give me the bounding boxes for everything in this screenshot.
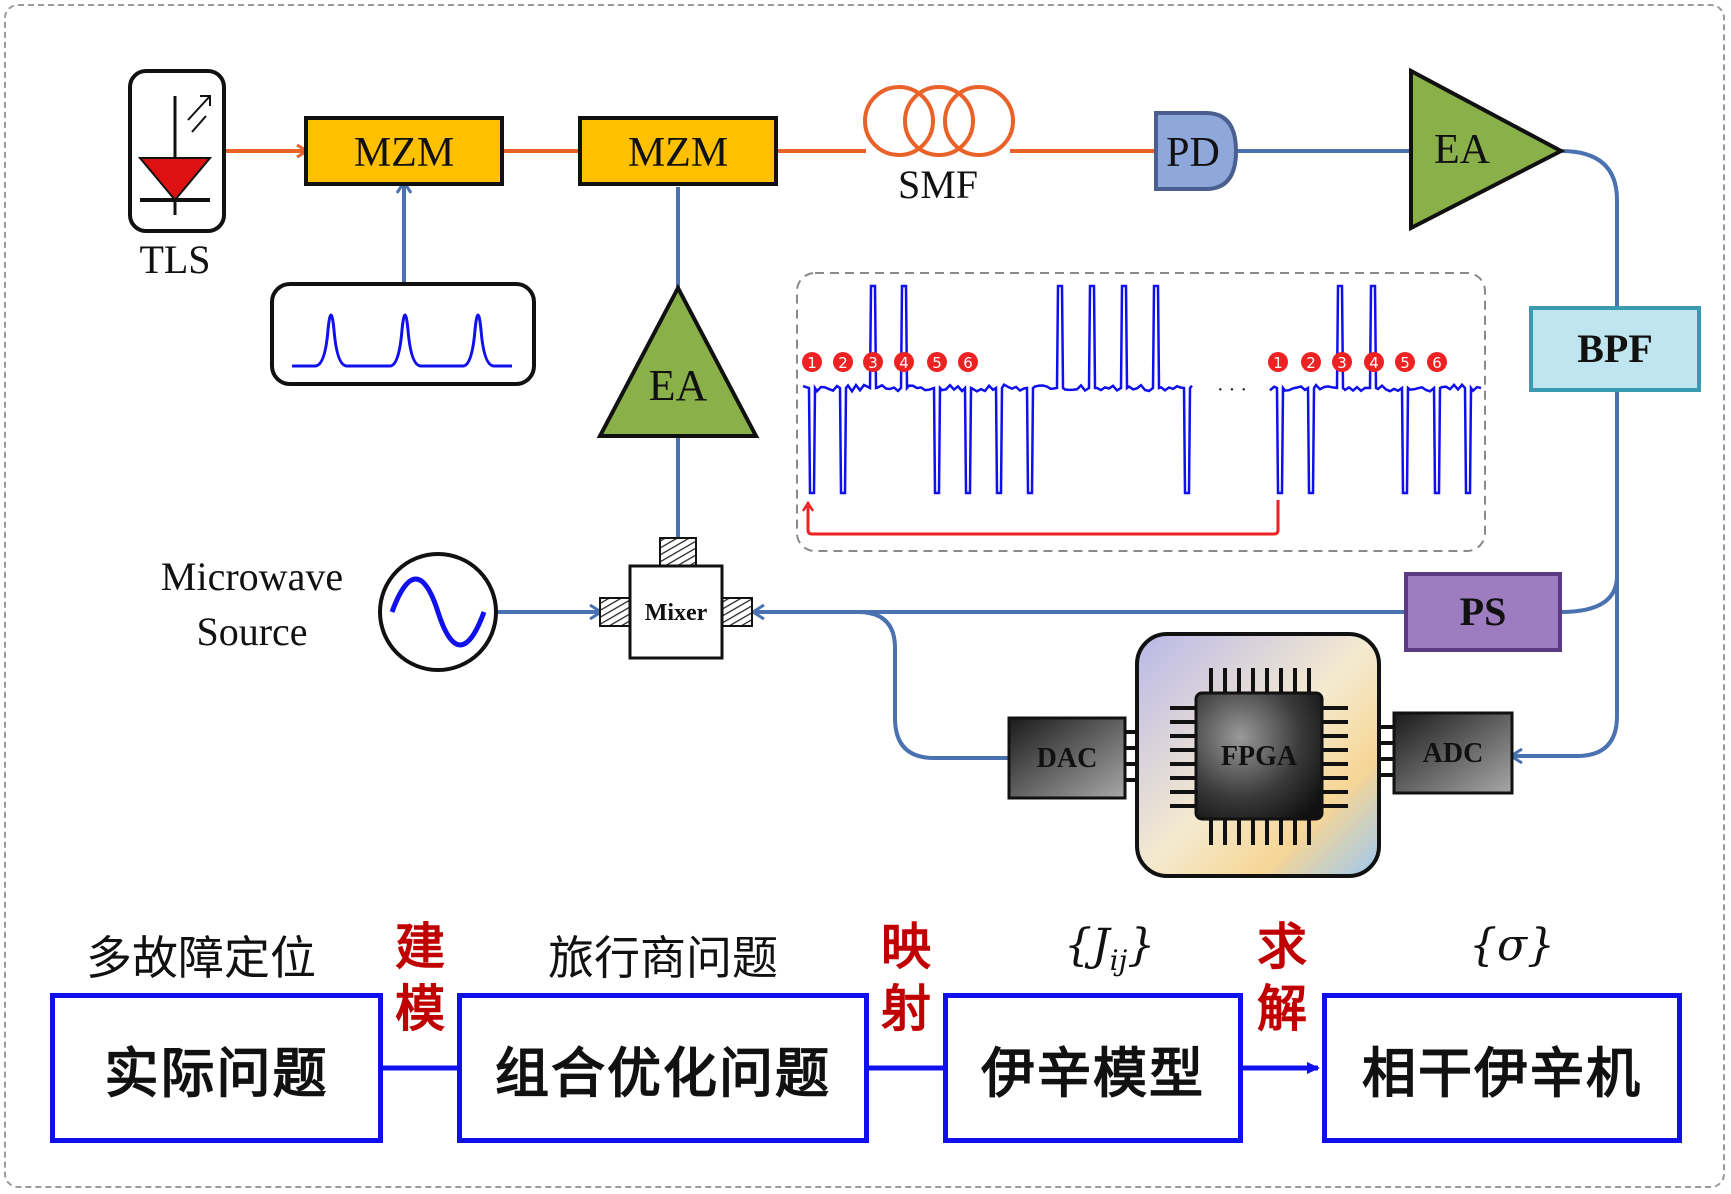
pulse-marker-number: 5 <box>932 354 942 372</box>
verb-char: 射 <box>881 980 931 1038</box>
pulse-marker-dot <box>1301 352 1321 372</box>
pulse-trace <box>802 284 1482 495</box>
tls-label: TLS <box>139 237 210 282</box>
flow-top-label-3: {Jij} <box>1064 920 1155 977</box>
electrical-path <box>404 149 1619 758</box>
flow-verb-solving: 求 解 <box>1252 916 1312 1040</box>
dac-label: DAC <box>1037 743 1098 774</box>
pulse-marker-dot <box>1395 352 1415 372</box>
mzm-1: MZM <box>304 116 504 186</box>
ea-mid-label: EA <box>649 361 708 410</box>
adc-label: ADC <box>1423 738 1484 769</box>
pulse-marker-dot <box>802 352 822 372</box>
pulse-marker-dot <box>958 352 978 372</box>
ps-label: PS <box>1460 589 1507 634</box>
mixer-label: Mixer <box>645 600 708 626</box>
pulse-marker-number: 6 <box>1432 354 1442 372</box>
pulse-marker-number: 3 <box>1337 354 1347 372</box>
ea-amplifier-top: EA <box>1409 67 1566 232</box>
pulse-marker-number: 2 <box>1306 354 1316 372</box>
microwave-label-line1: Microwave <box>161 554 343 599</box>
verb-char: 解 <box>1257 980 1307 1038</box>
pulse-marker-number: 5 <box>1400 354 1410 372</box>
mzm-2: MZM <box>578 116 778 186</box>
flow-box-label: 伊辛模型 <box>981 1041 1205 1105</box>
verb-char: 映 <box>881 918 931 976</box>
fpga-label: FPGA <box>1221 741 1298 772</box>
flow-top-label-4: {σ} <box>1469 920 1556 971</box>
pulse-marker-number: 6 <box>963 354 973 372</box>
pulse-generator <box>270 282 536 386</box>
fpga-board: FPGA <box>1125 632 1394 878</box>
pulse-marker-number: 3 <box>868 354 878 372</box>
pulse-marker-number: 4 <box>1369 354 1379 372</box>
flow-box-practical-problem: 实际问题 <box>50 993 383 1143</box>
adc-converter: ADC <box>1392 711 1514 795</box>
bpf-label: BPF <box>1577 326 1653 371</box>
verb-char: 建 <box>395 918 445 976</box>
dac-converter: DAC <box>1007 716 1127 800</box>
flow-top-label-2: 旅行商问题 <box>548 931 778 985</box>
pulse-marker-dot <box>1427 352 1447 372</box>
pd-label: PD <box>1166 130 1220 176</box>
pulse-marker-dot <box>863 352 883 372</box>
ps-phase-shifter: PS <box>1404 572 1562 652</box>
flow-box-label: 组合优化问题 <box>495 1041 831 1105</box>
flow-top-label-1: 多故障定位 <box>86 931 316 985</box>
pulse-marker-dot <box>894 352 914 372</box>
flow-verb-mapping: 映 射 <box>876 916 936 1040</box>
pulse-marker-number: 4 <box>899 354 909 372</box>
ea-top-label: EA <box>1434 127 1491 173</box>
smf-fiber: SMF <box>863 85 1015 207</box>
pulse-marker-dot <box>1268 352 1288 372</box>
verb-char: 求 <box>1257 918 1307 976</box>
pulse-ellipsis: · · · <box>1217 379 1247 401</box>
verb-char: 模 <box>395 980 445 1038</box>
diagram-frame <box>4 4 1725 1188</box>
mzm-1-label: MZM <box>354 130 454 176</box>
tls-laser: TLS <box>128 69 226 282</box>
flow-verb-modeling: 建 模 <box>390 916 450 1040</box>
smf-label: SMF <box>898 162 978 207</box>
pulse-marker-dot <box>1332 352 1352 372</box>
pulse-markers: 1 2 3 4 5 6 1 2 3 4 5 6 <box>802 352 1447 372</box>
pulse-trace-inset: 1 2 3 4 5 6 1 2 3 4 5 6 · · · <box>796 272 1486 552</box>
trace-line <box>1269 284 1482 495</box>
pulse-marker-number: 1 <box>807 354 817 372</box>
microwave-label-line2: Source <box>196 609 307 654</box>
bpf-filter: BPF <box>1529 306 1701 392</box>
ea-amplifier-mid: EA <box>596 283 760 438</box>
photodetector: PD <box>1154 111 1239 191</box>
pulse-marker-number: 1 <box>1273 354 1283 372</box>
flow-box-combinatorial-optimization: 组合优化问题 <box>457 993 869 1143</box>
flow-box-coherent-ising-machine: 相干伊辛机 <box>1322 993 1682 1143</box>
mzm-2-label: MZM <box>628 130 728 176</box>
mixer: Mixer <box>599 537 753 660</box>
pulse-marker-number: 2 <box>838 354 848 372</box>
pulse-marker-dot <box>833 352 853 372</box>
flow-box-ising-model: 伊辛模型 <box>943 993 1243 1143</box>
pulse-marker-dot <box>1364 352 1384 372</box>
flow-box-label: 实际问题 <box>104 1041 329 1105</box>
microwave-source: Microwave Source <box>161 552 498 672</box>
trace-line <box>802 284 1193 495</box>
pulse-marker-dot <box>927 352 947 372</box>
ising-coupling-symbol: {Jij} <box>1064 920 1156 977</box>
flow-box-label: 相干伊辛机 <box>1362 1041 1642 1105</box>
